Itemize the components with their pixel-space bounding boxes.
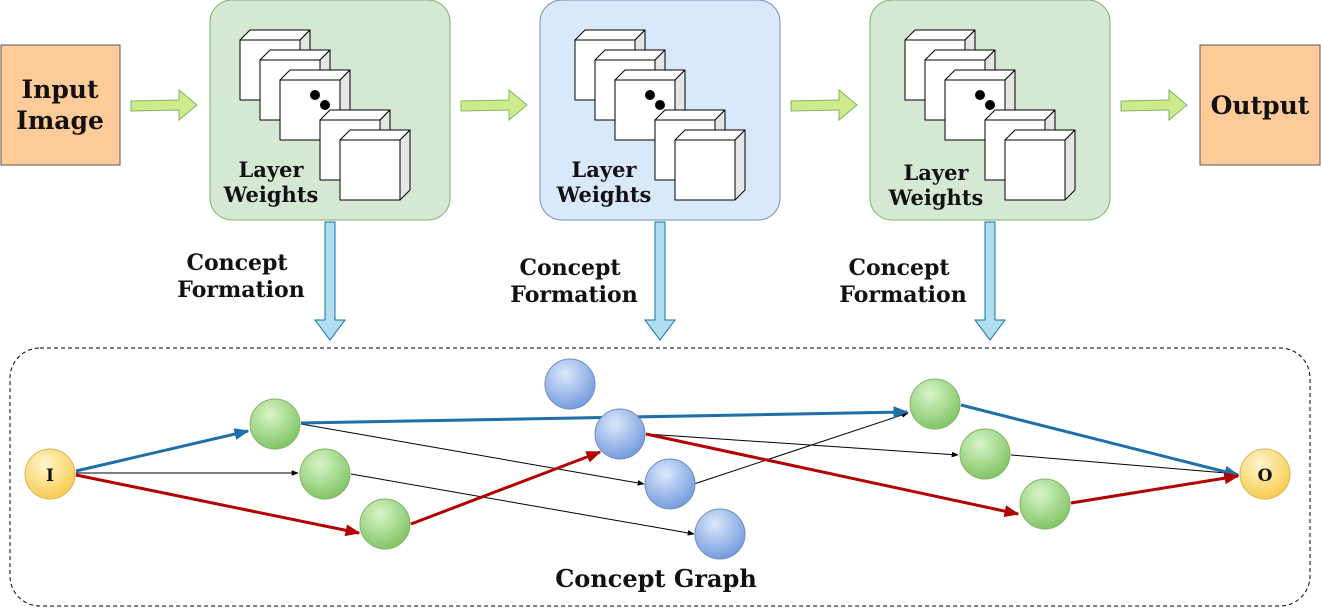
concept-node bbox=[299, 448, 351, 500]
output-box: Output bbox=[1199, 44, 1321, 166]
flow-arrow bbox=[790, 88, 858, 122]
input-node-label: I bbox=[46, 466, 54, 486]
layer-label-line2: Weights bbox=[888, 185, 984, 210]
concept-node bbox=[249, 398, 301, 450]
concept-node bbox=[594, 408, 646, 460]
output-label: Output bbox=[1211, 91, 1310, 120]
highlight-edge-red bbox=[410, 450, 602, 526]
input-image-box: Input Image bbox=[0, 44, 121, 166]
output-node-label: O bbox=[1258, 466, 1273, 486]
input-line1: Input bbox=[21, 75, 99, 104]
concept-formation-line2: Formation bbox=[510, 282, 637, 308]
layer-label-line2: Weights bbox=[223, 182, 319, 207]
down-arrow bbox=[314, 221, 346, 341]
concept-node bbox=[544, 358, 596, 410]
weight-cubes-icon bbox=[904, 29, 1076, 201]
concept-node bbox=[1019, 478, 1071, 530]
weight-cubes-icon bbox=[239, 29, 411, 201]
input-node: I bbox=[24, 448, 76, 500]
highlight-edge-blue bbox=[75, 428, 250, 473]
layer-label-line1: Layer bbox=[572, 157, 638, 182]
concept-formation-arrows bbox=[314, 221, 1006, 341]
flow-arrow bbox=[1120, 88, 1188, 122]
graph-edge bbox=[300, 423, 645, 486]
flow-arrow bbox=[130, 88, 198, 122]
layer-label-line1: Layer bbox=[904, 160, 970, 185]
concept-formation-line1: Concept bbox=[519, 255, 621, 281]
concept-formation-line2: Formation bbox=[839, 282, 966, 308]
concept-graph-container bbox=[9, 347, 1311, 607]
input-line2: Image bbox=[16, 106, 104, 135]
highlight-edge-red bbox=[75, 473, 361, 537]
highlight-edge-red bbox=[1070, 472, 1240, 505]
concept-node bbox=[644, 458, 696, 510]
concept-node bbox=[694, 508, 746, 560]
graph-edge bbox=[1010, 454, 1239, 477]
output-node: O bbox=[1239, 448, 1291, 500]
layer-block-2: Layer Weights bbox=[539, 0, 781, 221]
concept-node bbox=[359, 498, 411, 550]
concept-node bbox=[959, 428, 1011, 480]
flow-arrows bbox=[130, 88, 1188, 122]
concept-node bbox=[909, 378, 961, 430]
concept-graph-title: Concept Graph bbox=[555, 564, 757, 593]
weight-cubes-icon bbox=[574, 29, 746, 201]
graph-edge bbox=[350, 473, 695, 536]
graph-edge bbox=[645, 433, 959, 458]
layer-block-3: Layer Weights bbox=[869, 0, 1111, 221]
graph-edge bbox=[693, 412, 909, 485]
down-arrow bbox=[974, 221, 1006, 341]
graph-nodes: I O bbox=[24, 358, 1291, 560]
highlight-edge-red bbox=[645, 432, 1020, 518]
layer-block-1: Layer Weights bbox=[209, 0, 451, 221]
concept-formation-line2: Formation bbox=[177, 277, 304, 303]
layer-label-line1: Layer bbox=[239, 157, 305, 182]
concept-formation-labels: Concept Formation Concept Formation Conc… bbox=[177, 250, 966, 308]
down-arrow bbox=[644, 221, 676, 341]
concept-formation-line1: Concept bbox=[848, 255, 950, 281]
layer-label-line2: Weights bbox=[556, 182, 652, 207]
concept-formation-line1: Concept bbox=[186, 250, 288, 276]
highlight-edge-blue bbox=[960, 403, 1240, 478]
flow-arrow bbox=[460, 88, 528, 122]
